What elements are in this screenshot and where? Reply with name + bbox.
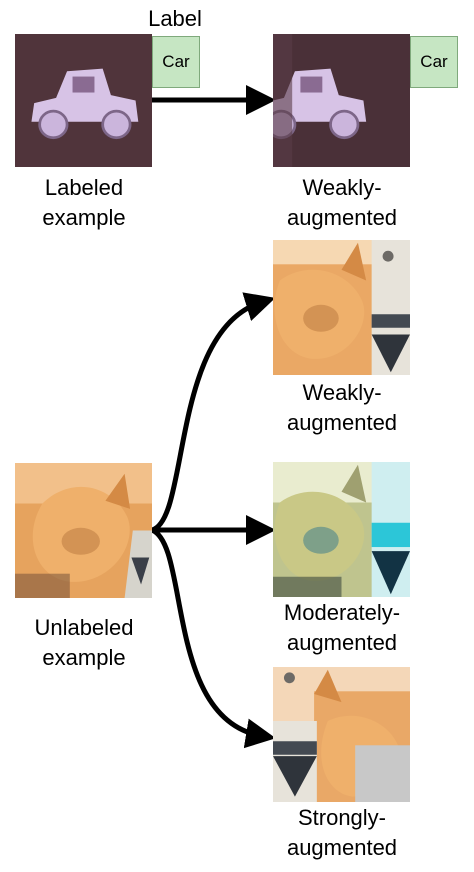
class-badge-car-weak: Car bbox=[410, 36, 458, 88]
unlabeled-example-image bbox=[15, 463, 152, 598]
unlabeled-caption-line1: Unlabeled bbox=[34, 615, 134, 640]
unlabeled-weak-caption-line1: Weakly- bbox=[302, 380, 382, 405]
labeled-weak-caption-line2: augmented bbox=[286, 205, 398, 230]
unlabeled-strong-caption-line2: augmented bbox=[286, 835, 398, 860]
unlabeled-strong-image bbox=[273, 667, 410, 802]
arrow-unlabeled-to-weak bbox=[150, 292, 276, 533]
unlabeled-moderate-caption-line1: Moderately- bbox=[283, 600, 401, 625]
unlabeled-moderate-caption-line2: augmented bbox=[286, 630, 398, 655]
unlabeled-weak-image bbox=[273, 240, 410, 375]
unlabeled-moderate-image bbox=[273, 462, 410, 597]
arrow-unlabeled-to-strong bbox=[150, 527, 276, 749]
unlabeled-strong-caption-line1: Strongly- bbox=[297, 805, 387, 830]
labeled-weak-image bbox=[273, 34, 410, 167]
unlabeled-weak-caption-line2: augmented bbox=[286, 410, 398, 435]
unlabeled-caption-line2: example bbox=[42, 645, 126, 670]
labeled-caption-line2: example bbox=[42, 205, 126, 230]
label-title: Label bbox=[148, 6, 202, 31]
labeled-example-image bbox=[15, 34, 152, 167]
labeled-weak-caption-line1: Weakly- bbox=[302, 175, 382, 200]
cutout-patch bbox=[355, 745, 410, 802]
class-badge-car: Car bbox=[152, 36, 200, 88]
labeled-caption-line1: Labeled bbox=[44, 175, 124, 200]
